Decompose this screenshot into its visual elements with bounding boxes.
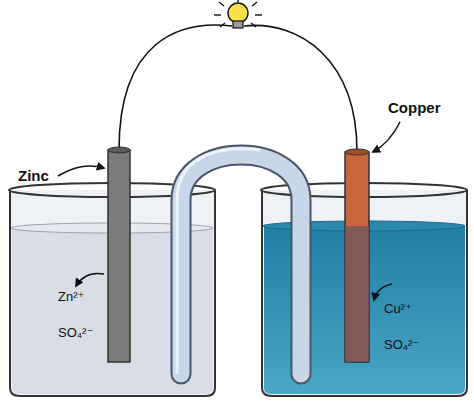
ion-label: Cu²⁺ [384,302,412,316]
electrode-label: Copper [388,100,441,117]
ion-label: Zn²⁺ [58,290,84,304]
zinc-electrode [108,147,130,362]
pointer-arrow [373,122,400,152]
ion-label: SO₄²⁻ [384,338,419,352]
wire [119,25,232,150]
light-bulb [214,0,262,28]
salt-bridge [177,149,301,374]
ion-label: SO₄²⁻ [58,326,93,340]
ion-arrow [374,284,392,300]
copper-electrode [345,149,369,362]
pointer-arrow [58,166,104,176]
wire [244,25,357,152]
ion-arrow [76,274,104,287]
electrode-label: Zinc [18,168,49,185]
